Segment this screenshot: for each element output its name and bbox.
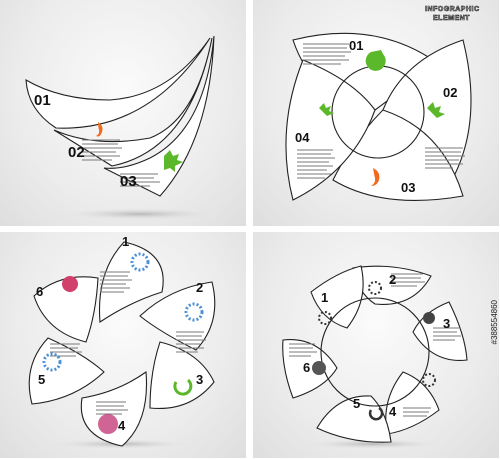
petal-5 [282, 339, 338, 399]
panel-six-steps-spiral: 1 2 3 4 5 6 [0, 232, 246, 458]
dotted-circle-icon [422, 373, 436, 387]
three-step-band-diagram: 01 02 03 [25, 35, 220, 220]
step-label-1: 1 [321, 290, 328, 305]
step-label-01: 01 [34, 92, 51, 109]
stock-image-id: #388554860 [490, 300, 499, 345]
sphere-icon [312, 361, 326, 375]
text-placeholder-lines [297, 43, 465, 179]
panel-three-steps: 01 02 03 [0, 0, 246, 226]
magenta-burst-icon [98, 414, 118, 434]
center-ring [320, 297, 430, 407]
six-petal-ring-diagram: 1 2 3 4 5 6 [282, 265, 468, 449]
band-01 [25, 37, 211, 129]
drop-shadow [303, 439, 443, 449]
band-03 [103, 35, 215, 197]
dotted-ring-icon [318, 311, 332, 325]
dotted-icon-1 [368, 281, 382, 295]
green-maple-leaf-icon [164, 150, 183, 172]
step-label-6: 6 [36, 284, 43, 299]
blue-dotted-ring-icon [184, 302, 204, 322]
step-label-03: 03 [401, 180, 415, 195]
step-label-2: 2 [196, 280, 203, 295]
text-placeholder-lines [50, 271, 206, 415]
blue-dotted-circle-icon [130, 252, 150, 272]
step-label-4: 4 [118, 418, 126, 433]
orange-leaf-icon [96, 122, 103, 137]
step-label-1: 1 [122, 234, 129, 249]
infographic-title-line1: INFOGRAPHIC [425, 6, 480, 13]
six-blade-spiral-diagram: 1 2 3 4 5 6 [28, 234, 216, 449]
step-label-02: 02 [443, 85, 457, 100]
step-label-02: 02 [68, 144, 85, 161]
petal-3 [385, 371, 440, 435]
magenta-flower-icon [62, 276, 78, 292]
green-swirl-icon [173, 378, 193, 396]
step-label-3: 3 [443, 316, 450, 331]
petal-6 [310, 265, 364, 329]
step-label-6: 6 [303, 360, 310, 375]
step-label-3: 3 [196, 372, 203, 387]
band-02 [53, 37, 213, 167]
dark-flower-icon [423, 312, 435, 324]
swirl-icon [368, 406, 384, 421]
petal-04 [285, 59, 376, 201]
step-label-03: 03 [120, 173, 137, 190]
four-petal-diagram: INFOGRAPHIC ELEMENT 01 02 03 04 [285, 6, 480, 201]
green-leaf-icon [427, 102, 445, 118]
orange-leaf-icon [371, 168, 380, 186]
panel-four-steps: INFOGRAPHIC ELEMENT 01 02 03 04 [253, 0, 499, 226]
petal-2 [412, 301, 468, 361]
panel-six-steps-ring: 1 2 3 4 5 6 [253, 232, 499, 458]
step-label-01: 01 [349, 38, 363, 53]
blade-3 [149, 341, 215, 410]
step-label-5: 5 [353, 396, 360, 411]
text-placeholder-lines [82, 139, 160, 187]
step-label-04: 04 [295, 130, 310, 145]
blue-dotted-circle-left-icon [42, 352, 62, 372]
infographic-title-line2: ELEMENT [433, 15, 470, 22]
blade-6 [33, 276, 99, 343]
step-label-2: 2 [389, 272, 396, 287]
blade-2 [139, 281, 216, 351]
step-label-4: 4 [389, 404, 397, 419]
blade-4 [80, 370, 148, 447]
drop-shadow [60, 208, 220, 220]
text-placeholder-lines [289, 273, 461, 417]
green-swirl-icon [365, 50, 386, 71]
step-label-5: 5 [38, 372, 45, 387]
green-leaf-small-icon [319, 103, 334, 116]
